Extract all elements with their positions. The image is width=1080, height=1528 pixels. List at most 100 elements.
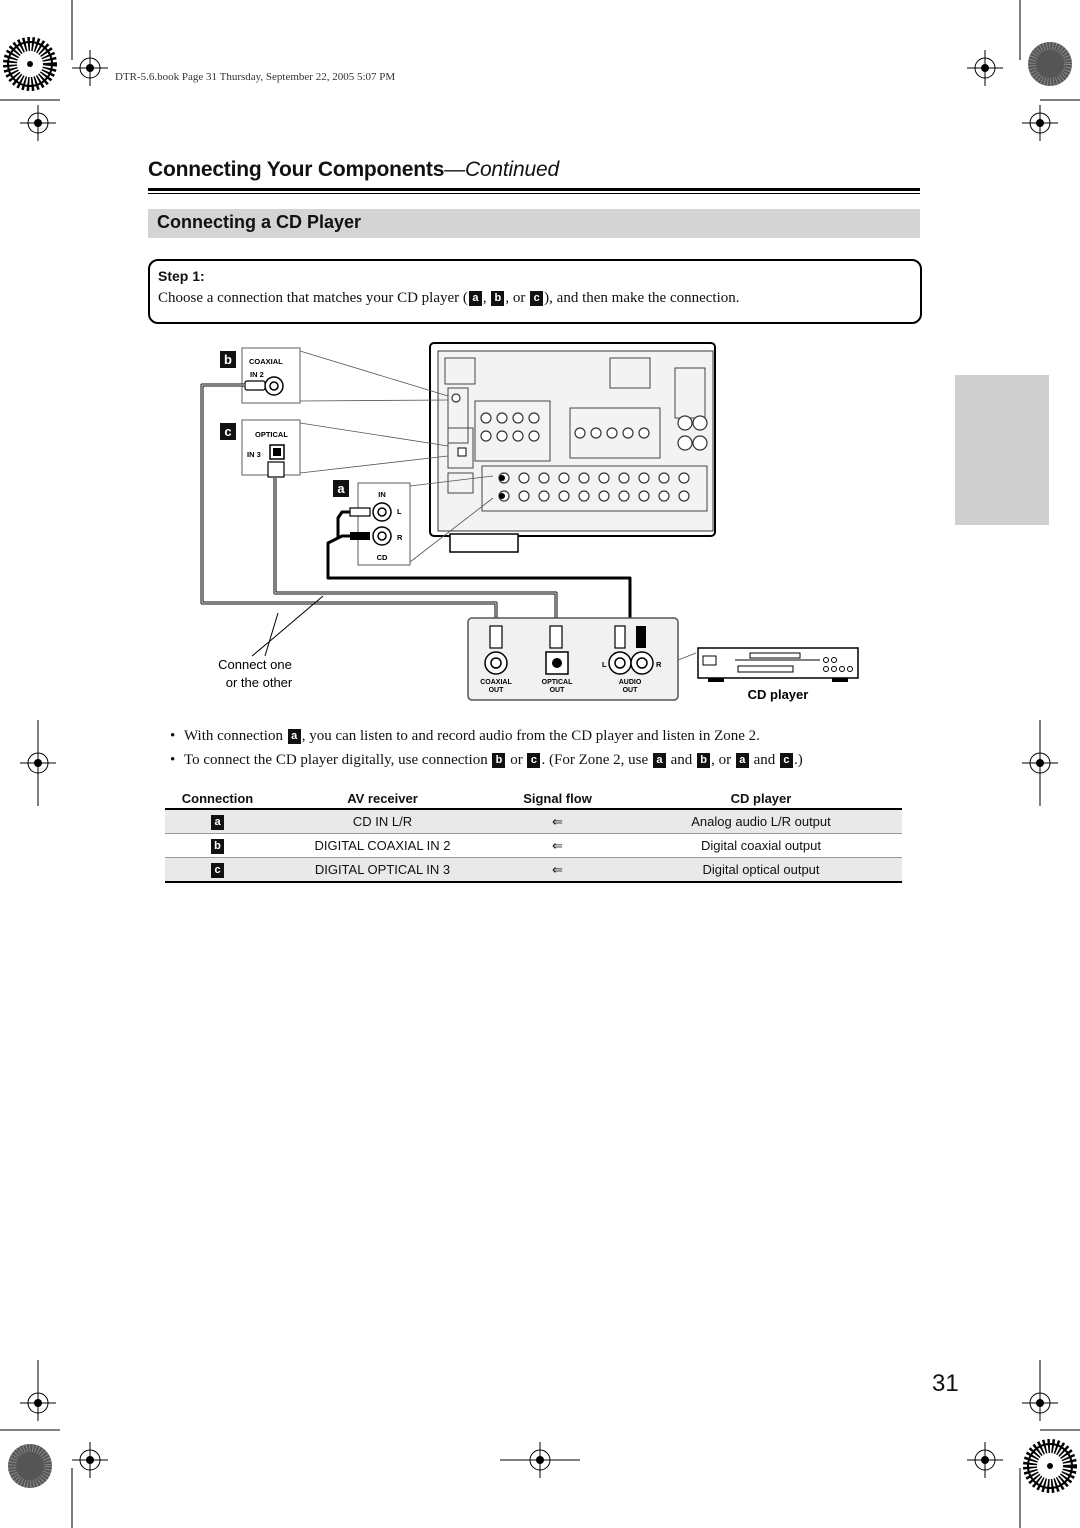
table-row: b DIGITAL COAXIAL IN 2 ⇐ Digital coaxial… [165, 833, 902, 858]
diagram-marker-b [220, 351, 236, 368]
step-box [148, 259, 922, 324]
table-row: c DIGITAL OPTICAL IN 3 ⇐ Digital optical… [165, 857, 902, 883]
section-title: Connecting Your Components—Continued [148, 158, 559, 182]
table-header: Signal flow [495, 788, 620, 810]
optical-in-label: IN 3 [247, 450, 261, 459]
bullet-text: .) [793, 752, 803, 768]
bullet-text: or [506, 752, 527, 768]
bullet-text: , you can listen to and record audio fro… [301, 728, 760, 744]
bullet-text: and [666, 752, 697, 768]
marker-c: c [779, 753, 793, 768]
diagram-marker-b-text: b [224, 352, 232, 367]
analog-r-jack-icon [372, 526, 392, 546]
player-audio-r-jack-icon [630, 651, 654, 675]
diagram-marker-c-text: c [224, 424, 231, 439]
title-rule-thin [148, 193, 920, 194]
optical-plug-icon [267, 461, 285, 478]
bullet-text: , or [711, 752, 735, 768]
player-coaxial-jack-icon [484, 651, 508, 675]
table-row: a CD IN L/R ⇐ Analog audio L/R output [165, 809, 902, 834]
connect-note-pointer [251, 595, 324, 657]
marker-a: a [735, 753, 749, 768]
file-header: DTR-5.6.book Page 31 Thursday, September… [115, 71, 396, 83]
section-title-main: Connecting Your Components [148, 158, 445, 181]
marker-c: c [211, 862, 224, 878]
coaxial-jack-icon [264, 376, 284, 396]
analog-r-label: R [397, 533, 403, 542]
signal-flow-arrow: ⇐ [495, 833, 620, 858]
cd-player-label: CD player [748, 687, 809, 702]
diagram-marker-a [333, 480, 349, 497]
page-number: 31 [932, 1370, 959, 1397]
analog-in-zoom [357, 482, 411, 566]
analog-cd-label: CD [377, 553, 388, 562]
marker-c: c [527, 753, 541, 768]
marker-c: c [530, 291, 544, 306]
coaxial-in-label: IN 2 [250, 370, 264, 379]
bullet-2: •To connect the CD player digitally, use… [170, 752, 803, 768]
table-cell: Analog audio L/R output [620, 809, 902, 834]
analog-in-label: IN [378, 490, 386, 499]
bullet-text: . (For Zone 2, use [541, 752, 652, 768]
table-cell: a [165, 809, 270, 834]
subsection-bar [148, 209, 920, 238]
cd-player-icon [697, 647, 859, 682]
coaxial-label: COAXIAL [249, 357, 283, 366]
table-cell: DIGITAL OPTICAL IN 3 [270, 857, 495, 883]
analog-l-jack-icon [372, 502, 392, 522]
table-cell: DIGITAL COAXIAL IN 2 [270, 833, 495, 858]
player-optical-label: OPTICAL [542, 679, 573, 686]
step-text: Choose a connection that matches your CD… [158, 290, 740, 307]
step-text-part: ), and then make the connection. [544, 290, 740, 306]
player-coaxial-label: COAXIAL [480, 679, 512, 686]
player-audio-l-jack-icon [608, 651, 632, 675]
diagram-marker-c [220, 423, 236, 440]
connect-note-line2: or the other [226, 675, 293, 690]
player-audio-out-label: OUT [623, 687, 639, 694]
marker-b: b [697, 753, 711, 768]
analog-l-label: L [397, 507, 402, 516]
title-rule [148, 188, 920, 191]
table-header: Connection [165, 788, 270, 810]
subsection-title: Connecting a CD Player [157, 212, 362, 232]
optical-label: OPTICAL [255, 430, 288, 439]
section-title-continued: —Continued [444, 158, 559, 181]
bullet-text: With connection [184, 728, 287, 744]
table-cell: Digital coaxial output [620, 833, 902, 858]
player-coaxial-out-label: OUT [489, 687, 505, 694]
table-header-row: Connection AV receiver Signal flow CD pl… [165, 788, 902, 810]
connection-table: Connection AV receiver Signal flow CD pl… [165, 788, 902, 883]
marker-b: b [211, 838, 224, 854]
step-label: Step 1: [158, 268, 205, 284]
marker-a: a [468, 291, 482, 306]
bullet-text: and [749, 752, 779, 768]
marker-a: a [652, 753, 666, 768]
signal-flow-arrow: ⇐ [495, 857, 620, 883]
coaxial-plug-icon [244, 380, 266, 391]
table-cell: Digital optical output [620, 857, 902, 883]
player-r-label: R [656, 660, 662, 669]
step-text-part: , [482, 290, 491, 306]
table-cell: c [165, 857, 270, 883]
marker-b: b [492, 753, 506, 768]
step-text-part: Choose a connection that matches your CD… [158, 290, 468, 306]
connection-diagram: b c a COAXIAL IN 2 OPTICAL IN 3 IN L R C… [200, 342, 859, 702]
marker-b: b [491, 291, 505, 306]
bullet-1: •With connection a, you can listen to an… [170, 728, 760, 744]
player-l-label: L [602, 660, 607, 669]
table-cell: b [165, 833, 270, 858]
table-header: AV receiver [270, 788, 495, 810]
diagram-marker-a-text: a [337, 481, 345, 496]
signal-flow-arrow: ⇐ [495, 809, 620, 834]
connect-note-line1: Connect one [218, 657, 292, 672]
table-cell: CD IN L/R [270, 809, 495, 834]
table-header: CD player [620, 788, 902, 810]
side-tab [955, 375, 1049, 525]
player-audio-label: AUDIO [619, 679, 642, 686]
receiver-rear-panel [429, 342, 716, 553]
player-optical-out-label: OUT [550, 687, 566, 694]
bullet-text: To connect the CD player digitally, use … [184, 752, 492, 768]
step-text-part: , or [505, 290, 530, 306]
marker-a: a [211, 814, 224, 830]
